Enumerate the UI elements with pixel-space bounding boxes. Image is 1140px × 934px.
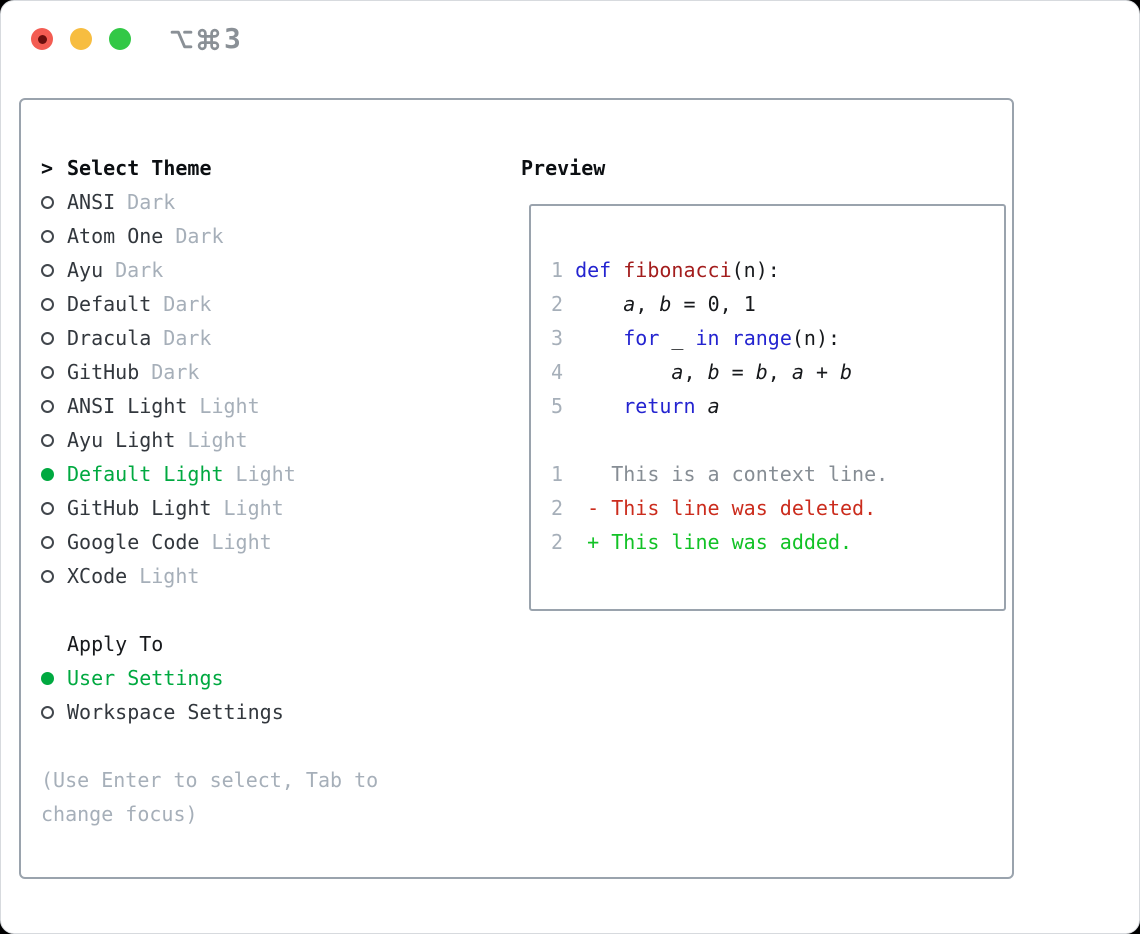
theme-variant: Dark	[127, 190, 176, 214]
diff-line-added: 2 + This line was added.	[551, 530, 853, 554]
theme-variant: Dark	[163, 326, 212, 350]
theme-variant: Dark	[163, 292, 212, 316]
theme-name: Default Light	[67, 462, 224, 486]
spacer	[41, 729, 481, 763]
theme-variant: Light	[211, 530, 272, 554]
theme-option-dracula[interactable]: Dracula Dark	[41, 321, 481, 355]
theme-option-xcode[interactable]: XCode Light	[41, 559, 481, 593]
theme-option-google-code[interactable]: Google Code Light	[41, 525, 481, 559]
theme-name: ANSI	[67, 190, 116, 214]
radio-unselected-icon	[41, 365, 67, 379]
radio-unselected-icon	[41, 297, 67, 311]
radio-unselected-icon	[41, 229, 67, 243]
close-button[interactable]	[31, 28, 53, 50]
radio-selected-icon	[41, 671, 67, 685]
theme-option-github[interactable]: GitHub Dark	[41, 355, 481, 389]
theme-option-ansi-light[interactable]: ANSI Light Light	[41, 389, 481, 423]
preview-panel: Preview 1 def fibonacci(n): 2 a, b = 0, 1…	[503, 151, 1006, 611]
theme-name: GitHub Light	[67, 496, 212, 520]
theme-name: Default	[67, 292, 152, 316]
command-icon	[196, 27, 221, 52]
minimize-button[interactable]	[70, 28, 92, 50]
window-title: 3	[169, 23, 241, 55]
hint-text: (Use Enter to select, Tab to change focu…	[41, 768, 379, 826]
code-preview: 1 def fibonacci(n): 2 a, b = 0, 1 3 for _ …	[551, 253, 1004, 423]
apply-to-header-row: Apply To	[41, 627, 481, 661]
select-theme-header: > Select Theme	[41, 151, 481, 185]
diff-line-deleted: 2 - This line was deleted.	[551, 496, 877, 520]
theme-name: Atom One	[67, 224, 164, 248]
theme-variant: Light	[223, 496, 284, 520]
code-line: 5 return a	[551, 394, 720, 418]
recording-dot-icon	[37, 34, 47, 44]
theme-option-default-light[interactable]: Default Light Light	[41, 457, 481, 491]
radio-selected-icon	[41, 467, 67, 481]
theme-option-atom-one[interactable]: Atom One Dark	[41, 219, 481, 253]
preview-header: Preview	[521, 156, 606, 180]
shortcut-icons	[169, 27, 221, 52]
cursor-marker: >	[41, 156, 54, 180]
theme-option-github-light[interactable]: GitHub Light Light	[41, 491, 481, 525]
theme-variant: Light	[139, 564, 200, 588]
code-line: 2 a, b = 0, 1	[551, 292, 756, 316]
apply-option-workspace-settings[interactable]: Workspace Settings	[41, 695, 481, 729]
radio-unselected-icon	[41, 263, 67, 277]
shortcut-number: 3	[224, 22, 241, 55]
radio-unselected-icon	[41, 535, 67, 549]
apply-option-user-settings[interactable]: User Settings	[41, 661, 481, 695]
theme-option-ayu-light[interactable]: Ayu Light Light	[41, 423, 481, 457]
theme-name: GitHub	[67, 360, 140, 384]
radio-unselected-icon	[41, 195, 67, 209]
theme-name: Google Code	[67, 530, 200, 554]
theme-variant: Dark	[115, 258, 164, 282]
blank-line	[551, 423, 1004, 457]
theme-name: Ayu Light	[67, 428, 176, 452]
theme-name: ANSI Light	[67, 394, 188, 418]
apply-to-label: Apply To	[67, 632, 164, 656]
radio-unselected-icon	[41, 501, 67, 515]
theme-variant: Dark	[175, 224, 224, 248]
zoom-button[interactable]	[109, 28, 131, 50]
theme-name: Ayu	[67, 258, 104, 282]
traffic-lights	[31, 28, 131, 50]
diff-line-context: 1 This is a context line.	[551, 462, 889, 486]
apply-option-label: User Settings	[67, 666, 224, 690]
theme-name: XCode	[67, 564, 128, 588]
radio-unselected-icon	[41, 433, 67, 447]
code-line: 1 def fibonacci(n):	[551, 258, 780, 282]
theme-variant: Light	[187, 428, 248, 452]
theme-variant: Dark	[151, 360, 200, 384]
apply-option-label: Workspace Settings	[67, 700, 284, 724]
diff-preview: 1 This is a context line. 2 - This line w…	[551, 457, 1004, 559]
select-theme-label: Select Theme	[67, 156, 212, 180]
titlebar: 3	[1, 1, 1139, 77]
option-icon	[169, 27, 194, 52]
theme-option-ayu[interactable]: Ayu Dark	[41, 253, 481, 287]
theme-variant: Light	[235, 462, 296, 486]
radio-unselected-icon	[41, 399, 67, 413]
theme-name: Dracula	[67, 326, 152, 350]
preview-box: 1 def fibonacci(n): 2 a, b = 0, 1 3 for _ …	[529, 204, 1006, 611]
radio-unselected-icon	[41, 569, 67, 583]
radio-unselected-icon	[41, 331, 67, 345]
theme-option-default[interactable]: Default Dark	[41, 287, 481, 321]
spacer	[41, 593, 481, 627]
radio-unselected-icon	[41, 705, 67, 719]
code-line: 3 for _ in range(n):	[551, 326, 841, 350]
code-line: 4 a, b = b, a + b	[551, 360, 853, 384]
theme-variant: Light	[199, 394, 260, 418]
theme-option-ansi[interactable]: ANSI Dark	[41, 185, 481, 219]
